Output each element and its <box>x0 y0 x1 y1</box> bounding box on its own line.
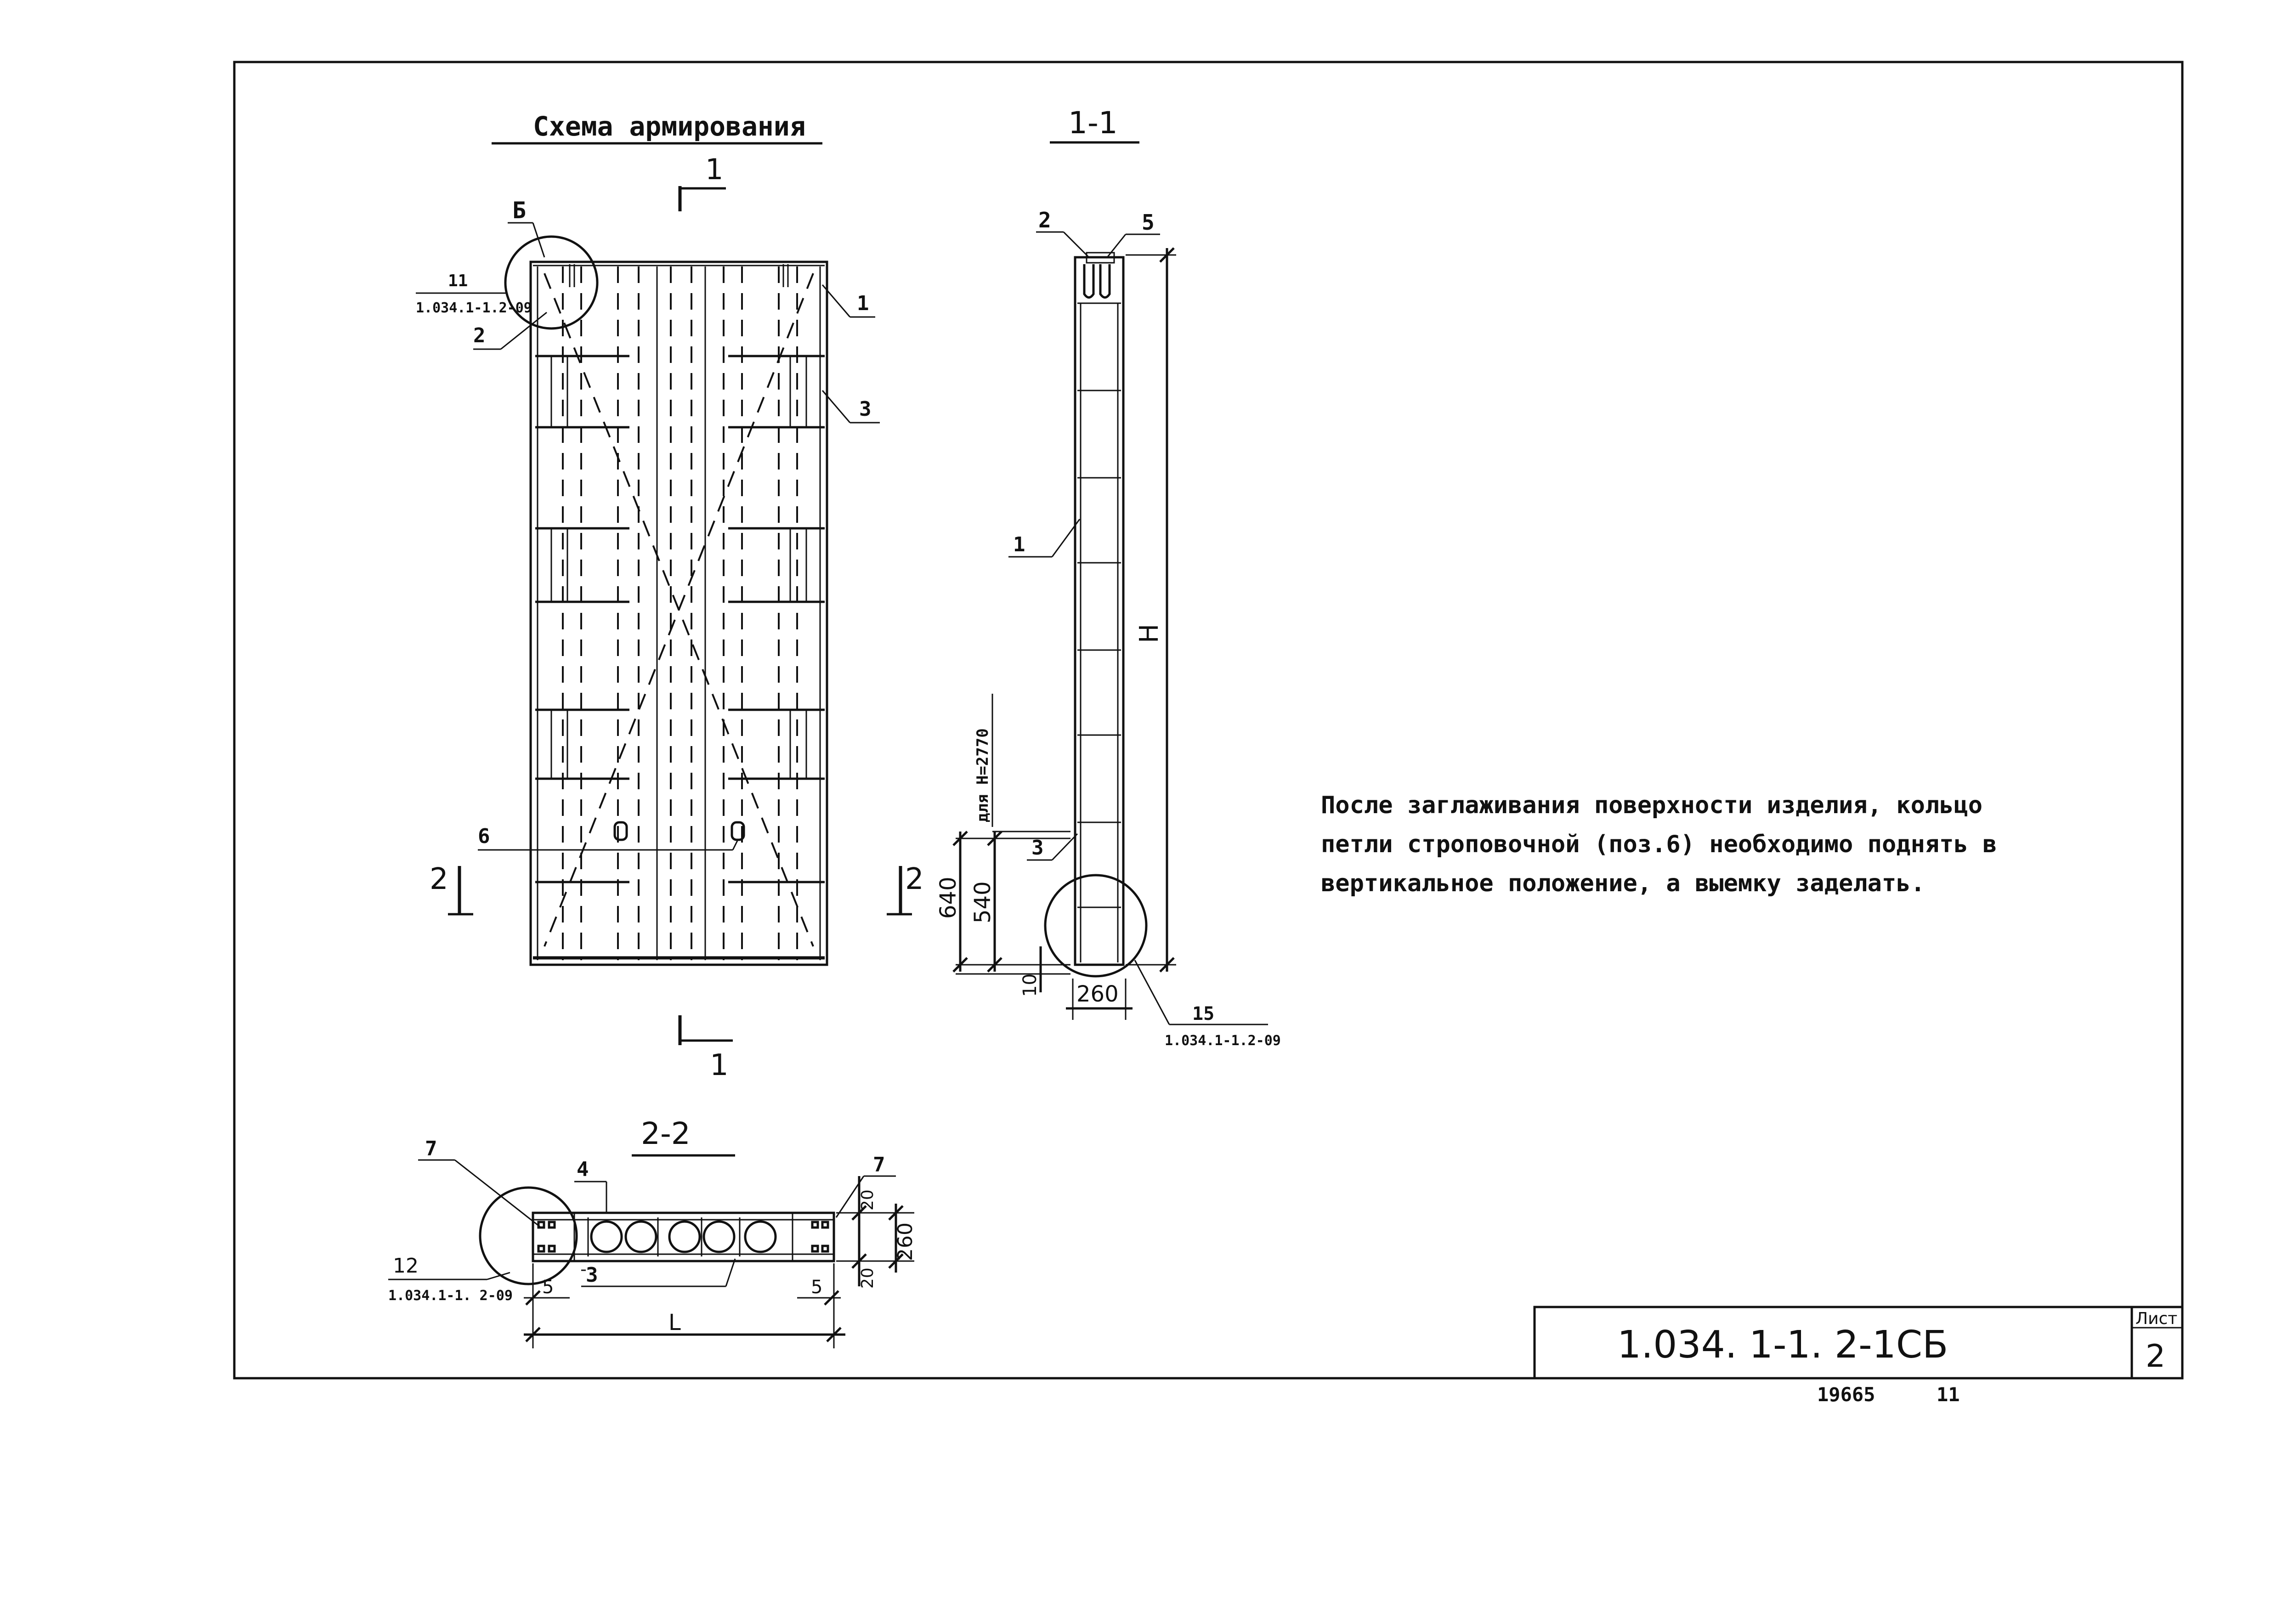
dimension-10: 10 <box>1019 973 1041 997</box>
dimension-note-h: для H=2770 <box>974 728 992 822</box>
callout-1-section1: 1 <box>1013 533 1025 556</box>
note-line-1: После заглаживания поверхности изделия, … <box>1321 792 1982 819</box>
cut-mark-2-left: 2 <box>430 862 473 916</box>
lifting-loop-right <box>731 821 745 841</box>
title-block-sheet-label: Лист <box>2135 1309 2177 1328</box>
cut-mark-1-top: 1 <box>678 153 726 211</box>
callout-1-front: 1 <box>857 292 869 315</box>
callout-b: Б <box>512 197 526 224</box>
section-2-2-outline <box>532 1211 835 1262</box>
section-1-1-callouts: 2 5 1 3 <box>1008 208 1160 861</box>
callout-7-left: 7 <box>425 1137 437 1160</box>
cut-mark-2-right-label: 2 <box>905 862 924 896</box>
dimension-20-bottom: 20 <box>858 1268 877 1289</box>
callout-4: 4 <box>577 1158 589 1181</box>
cut-mark-2-left-label: 2 <box>430 862 448 896</box>
title-block: 1.034. 1-1. 2-1СБ Лист 2 19665 11 <box>1533 1306 2184 1406</box>
callout-2-section1: 2 <box>1038 208 1051 232</box>
dimension-260-section1-label: 260 <box>1076 981 1119 1007</box>
dimension-640: 640 <box>935 877 961 919</box>
archive-number: 19665 <box>1817 1383 1875 1406</box>
dimension-5-right: 5 <box>811 1277 822 1298</box>
dimension-5-left: 5 <box>542 1277 554 1298</box>
node12-number: 12 <box>393 1254 419 1278</box>
cut-mark-1-bottom-label: 1 <box>710 1048 729 1082</box>
callout-7-right: 7 <box>873 1153 885 1177</box>
note-line-2: петли строповочной (поз.6) необходимо по… <box>1321 831 1997 858</box>
callout-6: 6 <box>478 825 490 848</box>
dimension-260-section2: 260 <box>894 1222 917 1261</box>
panel-outline <box>529 260 828 966</box>
section-2-2-heading: 2-2 <box>641 1116 691 1151</box>
section-1-1-view <box>1074 252 1125 966</box>
callout-5-section1: 5 <box>1142 210 1155 235</box>
cut-mark-2-right: 2 <box>887 862 924 916</box>
section-2-2-view <box>532 1211 835 1262</box>
note-block: После заглаживания поверхности изделия, … <box>1321 792 1997 897</box>
section-2-2-callouts: 7 4 3 7 12 1.034.1-1. 2-09 <box>388 1137 896 1304</box>
dimension-h-label: H <box>1134 624 1164 643</box>
dimension-260-section1: 260 <box>1066 979 1133 1020</box>
callout-3-section2: 3 <box>586 1263 598 1287</box>
node11-doc: 1.034.1-1.2-09 <box>416 300 532 316</box>
cut-mark-1-top-label: 1 <box>705 153 723 186</box>
node11-number: 11 <box>448 272 468 290</box>
dimension-l-label: L <box>668 1310 681 1335</box>
dimension-h: H <box>1126 247 1176 973</box>
node15-number: 15 <box>1192 1003 1214 1024</box>
section-2-2-dimensions: 20 260 20 5 5 L <box>524 1176 917 1348</box>
front-view-callouts: Б 11 1.034.1-1.2-09 2 1 3 6 <box>416 197 880 851</box>
callout-3-front: 3 <box>859 397 872 421</box>
cut-mark-1-bottom: 1 <box>678 1015 733 1082</box>
section-1-1-outline <box>1074 256 1125 966</box>
section-1-1-heading: 1-1 <box>1068 105 1118 141</box>
dimension-chain-left: 640 540 10 для H=2770 <box>935 694 1070 997</box>
node12-doc: 1.034.1-1. 2-09 <box>388 1288 513 1304</box>
section-2-2-heading-group: 2-2 <box>632 1116 735 1157</box>
node15-doc: 1.034.1-1.2-09 <box>1165 1033 1281 1049</box>
panel-front-view <box>529 260 828 966</box>
sheet-frame <box>233 61 2184 1380</box>
node15-ref: 15 1.034.1-1.2-09 <box>1134 960 1281 1049</box>
dimension-20-top: 20 <box>858 1189 877 1211</box>
note-line-3: вертикальное положение, а выемку заделат… <box>1321 870 1925 897</box>
dimension-540: 540 <box>970 881 996 923</box>
section-1-1-heading-group: 1-1 <box>1050 105 1139 144</box>
archive-page: 11 <box>1937 1383 1960 1406</box>
detail-circle-b <box>504 235 599 330</box>
scheme-heading: Схема армирования <box>533 111 806 142</box>
detail-circle-12 <box>479 1186 578 1285</box>
section-2-2-voids <box>590 1220 777 1253</box>
scheme-heading-group: Схема армирования <box>492 111 822 145</box>
title-block-code: 1.034. 1-1. 2-1СБ <box>1617 1323 1948 1367</box>
title-block-sheet-number: 2 <box>2146 1338 2165 1375</box>
lifting-loop-left <box>613 821 628 841</box>
callout-2-front: 2 <box>473 324 486 347</box>
callout-3-section1: 3 <box>1031 836 1044 860</box>
detail-circle-15 <box>1044 874 1148 978</box>
